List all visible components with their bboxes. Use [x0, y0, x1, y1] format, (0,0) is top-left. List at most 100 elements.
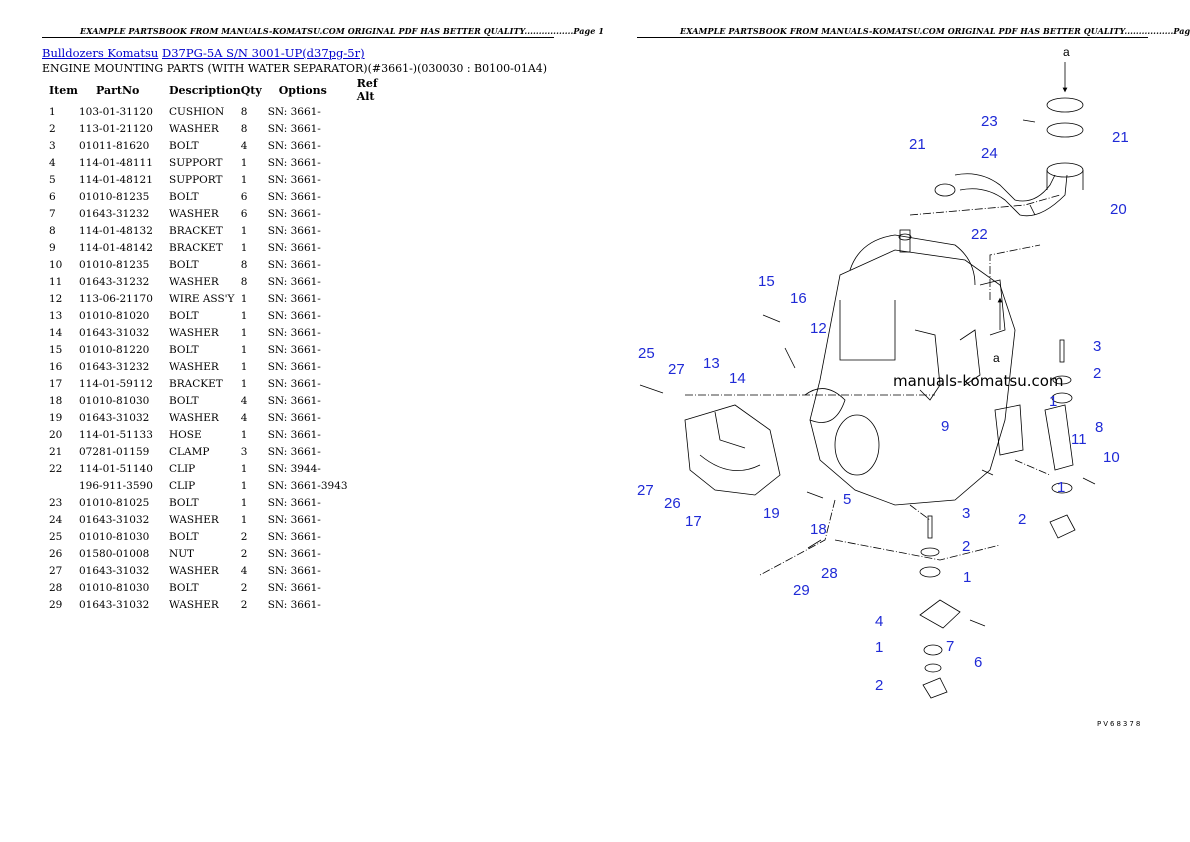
cell-partno: 01580-01008	[79, 547, 150, 560]
cell-options: SN: 3661-	[267, 326, 321, 339]
breadcrumb-link-model[interactable]: D37PG-5A S/N 3001-UP(d37pg-5r)	[161, 46, 365, 60]
cell-item: 28	[49, 581, 63, 594]
callout-2: 2	[962, 538, 970, 555]
cell-qty: 6	[240, 207, 248, 220]
column-header-description: Description	[169, 83, 241, 97]
cell-item: 2	[49, 122, 56, 135]
cell-partno: 01643-31232	[79, 275, 150, 288]
cell-item: 11	[49, 275, 63, 288]
callout-2: 2	[1093, 365, 1101, 382]
cell-options: SN: 3661-	[267, 496, 321, 509]
cell-qty: 4	[240, 139, 248, 152]
cell-item: 1	[49, 105, 56, 118]
cell-description: BOLT	[169, 309, 199, 322]
cell-partno: 114-01-51140	[79, 462, 153, 475]
cell-description: NUT	[169, 547, 195, 560]
cell-qty: 1	[240, 479, 248, 492]
cell-ref-alt	[357, 358, 397, 375]
cell-options: SN: 3661-	[267, 105, 321, 118]
callout-5: 5	[843, 491, 851, 508]
cell-qty: 4	[240, 394, 248, 407]
cell-ref-alt	[357, 341, 397, 358]
cell-qty: 1	[240, 360, 248, 373]
callout-3: 3	[962, 505, 970, 522]
cell-options: SN: 3661-	[267, 241, 321, 254]
cell-qty: 8	[240, 105, 248, 118]
cell-ref-alt	[357, 256, 397, 273]
cell-options: SN: 3661-	[267, 343, 321, 356]
cell-partno: 01010-81030	[79, 530, 150, 543]
cell-ref-alt	[357, 494, 397, 511]
callout-a: a	[1063, 45, 1070, 59]
cell-item: 14	[49, 326, 63, 339]
cell-description: CLAMP	[169, 445, 210, 458]
cell-options: SN: 3661-	[267, 598, 321, 611]
cell-item: 13	[49, 309, 63, 322]
breadcrumb-link-bulldozers[interactable]: Bulldozers Komatsu	[42, 46, 159, 60]
callout-11: 11	[1071, 431, 1087, 448]
callout-10: 10	[1103, 449, 1120, 466]
cell-description: WASHER	[169, 513, 219, 526]
cell-qty: 2	[240, 598, 248, 611]
callout-a: a	[993, 351, 1000, 365]
cell-options: SN: 3661-	[267, 445, 321, 458]
cell-ref-alt	[357, 205, 397, 222]
cell-qty: 4	[240, 411, 248, 424]
cell-partno: 114-01-48142	[79, 241, 153, 254]
callout-22: 22	[971, 226, 988, 243]
cell-options: SN: 3661-	[267, 428, 321, 441]
cell-qty: 4	[240, 564, 248, 577]
cell-description: CUSHION	[169, 105, 225, 118]
column-header-qty: Qty	[240, 83, 262, 97]
cell-item: 21	[49, 445, 63, 458]
cell-description: SUPPORT	[169, 173, 223, 186]
cell-description: BRACKET	[169, 241, 223, 254]
cell-qty: 1	[240, 241, 248, 254]
callout-29: 29	[793, 582, 810, 599]
cell-ref-alt	[357, 443, 397, 460]
cell-partno: 01010-81235	[79, 258, 150, 271]
cell-description: BOLT	[169, 530, 199, 543]
cell-description: BOLT	[169, 258, 199, 271]
callout-1: 1	[1049, 393, 1057, 410]
cell-partno: 01643-31032	[79, 598, 150, 611]
page-1: EXAMPLE PARTSBOOK FROM MANUALS-KOMATSU.C…	[42, 26, 604, 613]
callout-23: 23	[981, 113, 998, 130]
breadcrumb: Bulldozers Komatsu D37PG-5A S/N 3001-UP(…	[42, 46, 365, 60]
callout-1: 1	[963, 569, 971, 586]
cell-item: 4	[49, 156, 56, 169]
callout-25: 25	[638, 345, 655, 362]
cell-description: BOLT	[169, 190, 199, 203]
cell-ref-alt	[357, 511, 397, 528]
cell-description: BRACKET	[169, 224, 223, 237]
page-2: EXAMPLE PARTSBOOK FROM MANUALS-KOMATSU.C…	[595, 0, 1190, 842]
cell-item: 10	[49, 258, 63, 271]
cell-options: SN: 3661-	[267, 292, 321, 305]
cell-qty: 8	[240, 275, 248, 288]
cell-partno: 114-01-48111	[79, 156, 153, 169]
section-title: ENGINE MOUNTING PARTS (WITH WATER SEPARA…	[42, 62, 548, 75]
cell-options: SN: 3661-	[267, 530, 321, 543]
cell-description: BOLT	[169, 139, 199, 152]
cell-ref-alt	[357, 562, 397, 579]
cell-options: SN: 3661-	[267, 394, 321, 407]
cell-ref-alt	[357, 596, 397, 613]
page-header: EXAMPLE PARTSBOOK FROM MANUALS-KOMATSU.C…	[80, 26, 604, 36]
header-divider	[637, 37, 1148, 38]
cell-description: CLIP	[169, 462, 196, 475]
cell-qty: 1	[240, 428, 248, 441]
callout-6: 6	[974, 654, 982, 671]
cell-description: WASHER	[169, 360, 219, 373]
cell-description: WASHER	[169, 326, 219, 339]
cell-partno: 01643-31232	[79, 360, 150, 373]
callout-20: 20	[1110, 201, 1127, 218]
